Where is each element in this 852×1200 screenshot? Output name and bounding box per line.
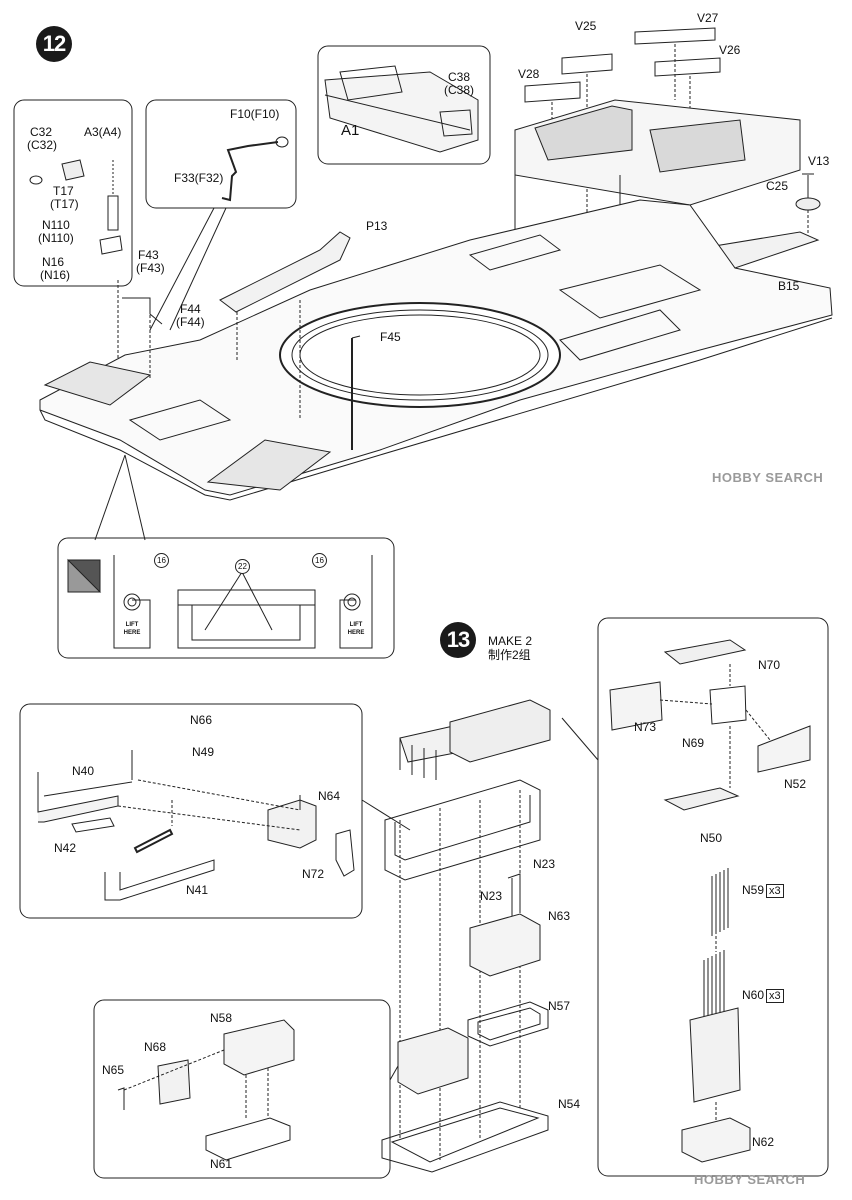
label-v27: V27 [697,11,719,25]
label-f43: F43 [138,248,159,262]
step-12-badge: 12 [36,26,72,62]
label-n110-paren: (N110) [38,231,74,245]
label-n60-text: N60 [742,988,765,1002]
watermark-top: HOBBY SEARCH [712,470,824,485]
here-text-right: HERE [347,630,365,636]
label-f33: F33(F32) [174,171,224,185]
label-n50: N50 [700,831,723,845]
ref-circle-22: 22 [235,559,250,574]
label-n57: N57 [548,999,571,1013]
label-c25: C25 [766,179,789,193]
label-c32-paren: (C32) [27,138,58,152]
label-f10: F10(F10) [230,107,280,121]
label-v25: V25 [575,19,597,33]
f10-inset-box [145,99,297,209]
label-n16: N16 [42,255,65,269]
label-n72: N72 [302,867,325,881]
label-t17: T17 [53,184,74,198]
label-n69: N69 [682,736,705,750]
step-13-badge: 13 [440,622,476,658]
label-n23-top: N23 [533,857,556,871]
label-n63: N63 [548,909,571,923]
watermark-bottom: HOBBY SEARCH [694,1172,806,1187]
turret-ring [279,302,561,408]
n58-inset-box [93,999,391,1179]
label-n62: N62 [752,1135,775,1149]
label-b15: B15 [778,279,800,293]
label-c38-paren: (C38) [444,83,475,97]
lift-text-right: LIFT [349,622,363,628]
c32-inset-box [13,99,133,287]
label-v13: V13 [808,154,830,168]
quantity-x3-n59: x3 [766,884,784,898]
label-a3: A3(A4) [84,125,122,139]
label-n54: N54 [558,1097,581,1111]
label-n58: N58 [210,1011,233,1025]
label-n23-lower: N23 [480,889,503,903]
label-n40: N40 [72,764,95,778]
ref-circle-16-right: 16 [312,553,327,568]
label-n42: N42 [54,841,77,855]
n40-inset-box [19,703,363,919]
label-n61: N61 [210,1157,233,1171]
label-n68: N68 [144,1040,167,1054]
label-p13: P13 [366,219,388,233]
lift-text-left: LIFT [125,622,139,628]
label-f45: F45 [380,330,401,344]
make-2-chinese-text: 制作2组 [488,648,531,662]
label-c32: C32 [30,125,53,139]
label-v28: V28 [518,67,540,81]
label-n65: N65 [102,1063,125,1077]
here-text-left: HERE [123,630,141,636]
quantity-x3-n60: x3 [766,989,784,1003]
label-n52: N52 [784,777,807,791]
label-f44: F44 [180,302,201,316]
label-n64: N64 [318,789,341,803]
label-n49: N49 [192,745,215,759]
label-t17-paren: (T17) [50,197,79,211]
right-inset-box [597,617,829,1177]
label-a1: A1 [341,122,360,139]
label-n59-text: N59 [742,883,765,897]
make-2-text: MAKE 2 [488,634,533,648]
ref-circle-16-left: 16 [154,553,169,568]
label-f44-paren: (F44) [176,315,205,329]
lift-here-detail-box [57,537,395,659]
label-n41: N41 [186,883,209,897]
a1-inset-box [317,45,491,165]
label-n66: N66 [190,713,213,727]
label-f43-paren: (F43) [136,261,165,275]
label-n70: N70 [758,658,781,672]
label-n110: N110 [42,218,70,232]
label-n16-paren: (N16) [40,268,71,282]
label-v26: V26 [719,43,741,57]
label-c38: C38 [448,70,471,84]
label-n73: N73 [634,720,657,734]
